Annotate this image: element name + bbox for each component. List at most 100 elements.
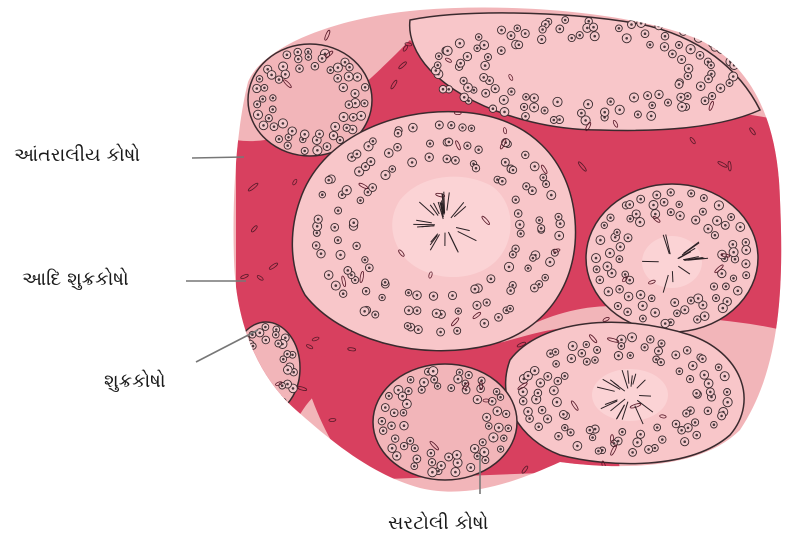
- cell-nucleus: [327, 274, 330, 277]
- cell-nucleus: [271, 108, 274, 111]
- cell-nucleus: [678, 83, 681, 86]
- cell-nucleus: [697, 37, 700, 40]
- cell: [253, 394, 260, 401]
- cell-nucleus: [694, 219, 697, 222]
- cell-nucleus: [485, 416, 488, 419]
- cell-nucleus: [640, 22, 643, 25]
- cell-nucleus: [619, 246, 622, 249]
- cell-nucleus: [556, 101, 559, 104]
- cell-nucleus: [627, 237, 630, 240]
- cell-nucleus: [630, 23, 633, 26]
- cell-nucleus: [245, 385, 248, 388]
- cell-nucleus: [483, 322, 486, 325]
- label-sperm-cells: શુક્રકોષો: [104, 372, 166, 391]
- cell-nucleus: [654, 311, 657, 314]
- cell-nucleus: [557, 380, 560, 383]
- cell-nucleus: [609, 216, 612, 219]
- cell-nucleus: [264, 326, 267, 329]
- label-interstitial-cells: આંતરાલીય કોષો: [14, 146, 140, 165]
- cell-nucleus: [702, 304, 705, 307]
- cell-nucleus: [518, 44, 521, 47]
- cell-nucleus: [562, 413, 565, 416]
- cell-nucleus: [484, 92, 487, 95]
- cell-nucleus: [356, 76, 359, 79]
- cell-nucleus: [298, 67, 301, 70]
- cell-nucleus: [282, 122, 285, 125]
- cell-nucleus: [318, 133, 321, 136]
- cell-nucleus: [360, 115, 363, 118]
- cell-nucleus: [616, 231, 619, 234]
- cell-nucleus: [391, 447, 394, 450]
- cell-nucleus: [344, 61, 347, 64]
- cell-nucleus: [354, 102, 357, 105]
- cell-nucleus: [528, 417, 531, 420]
- cell-nucleus: [603, 224, 606, 227]
- cell-nucleus: [525, 185, 528, 188]
- cell-nucleus: [646, 94, 649, 97]
- cell-nucleus: [684, 309, 687, 312]
- cell-nucleus: [371, 186, 374, 189]
- cell-nucleus: [287, 136, 290, 139]
- cell-nucleus: [416, 309, 419, 312]
- cell-nucleus: [687, 427, 690, 430]
- cell-nucleus: [651, 104, 654, 107]
- interstitial-nucleus: [239, 404, 250, 414]
- cell-nucleus: [332, 134, 335, 137]
- cell-nucleus: [467, 86, 470, 89]
- cell-nucleus: [631, 336, 634, 339]
- cell-nucleus: [704, 100, 707, 103]
- cell-nucleus: [703, 374, 706, 377]
- cell-nucleus: [655, 358, 658, 361]
- cell-nucleus: [272, 97, 275, 100]
- cell-nucleus: [462, 80, 465, 83]
- cell-nucleus: [476, 304, 479, 307]
- cell-nucleus: [620, 345, 623, 348]
- cell-nucleus: [503, 437, 506, 440]
- cell-nucleus: [580, 112, 583, 115]
- cell-nucleus: [282, 358, 285, 361]
- cell-nucleus: [284, 337, 287, 340]
- cell-nucleus: [337, 66, 340, 69]
- cell-nucleus: [540, 227, 543, 230]
- cell: [280, 398, 287, 405]
- cell-nucleus: [679, 215, 682, 218]
- cell-nucleus: [694, 421, 697, 424]
- cell-nucleus: [639, 198, 642, 201]
- cell-nucleus: [316, 232, 319, 235]
- cell-nucleus: [351, 128, 354, 131]
- cell-nucleus: [358, 170, 361, 173]
- cell-nucleus: [500, 49, 503, 52]
- cell-nucleus: [607, 290, 610, 293]
- cell-nucleus: [650, 297, 653, 300]
- cell-nucleus: [314, 65, 317, 68]
- cell-nucleus: [347, 269, 350, 272]
- cell-nucleus: [396, 455, 399, 458]
- cell-nucleus: [586, 27, 589, 30]
- cell-nucleus: [676, 312, 679, 315]
- cell-nucleus: [618, 258, 621, 261]
- cell-nucleus: [699, 85, 702, 88]
- cell-nucleus: [543, 109, 546, 112]
- cell-nucleus: [537, 392, 540, 395]
- cell-nucleus: [401, 395, 404, 398]
- tubule-bottom: [373, 364, 517, 480]
- cell-nucleus: [718, 204, 721, 207]
- cell-nucleus: [538, 219, 541, 222]
- cell-nucleus: [252, 345, 255, 348]
- cell-nucleus: [714, 46, 717, 49]
- cell-nucleus: [707, 78, 710, 81]
- cell-nucleus: [687, 75, 690, 78]
- cell-nucleus: [326, 145, 329, 148]
- cell-nucleus: [412, 126, 415, 129]
- cell-nucleus: [732, 251, 735, 254]
- cell-nucleus: [256, 103, 259, 106]
- cell-nucleus: [473, 447, 476, 450]
- cell-nucleus: [446, 50, 449, 53]
- interstitial-nucleus: [269, 45, 274, 55]
- cell-nucleus: [618, 288, 621, 291]
- cell-nucleus: [467, 374, 470, 377]
- cell-nucleus: [456, 330, 459, 333]
- cell-nucleus: [542, 176, 545, 179]
- cell-nucleus: [236, 373, 239, 376]
- cell-nucleus: [621, 431, 624, 434]
